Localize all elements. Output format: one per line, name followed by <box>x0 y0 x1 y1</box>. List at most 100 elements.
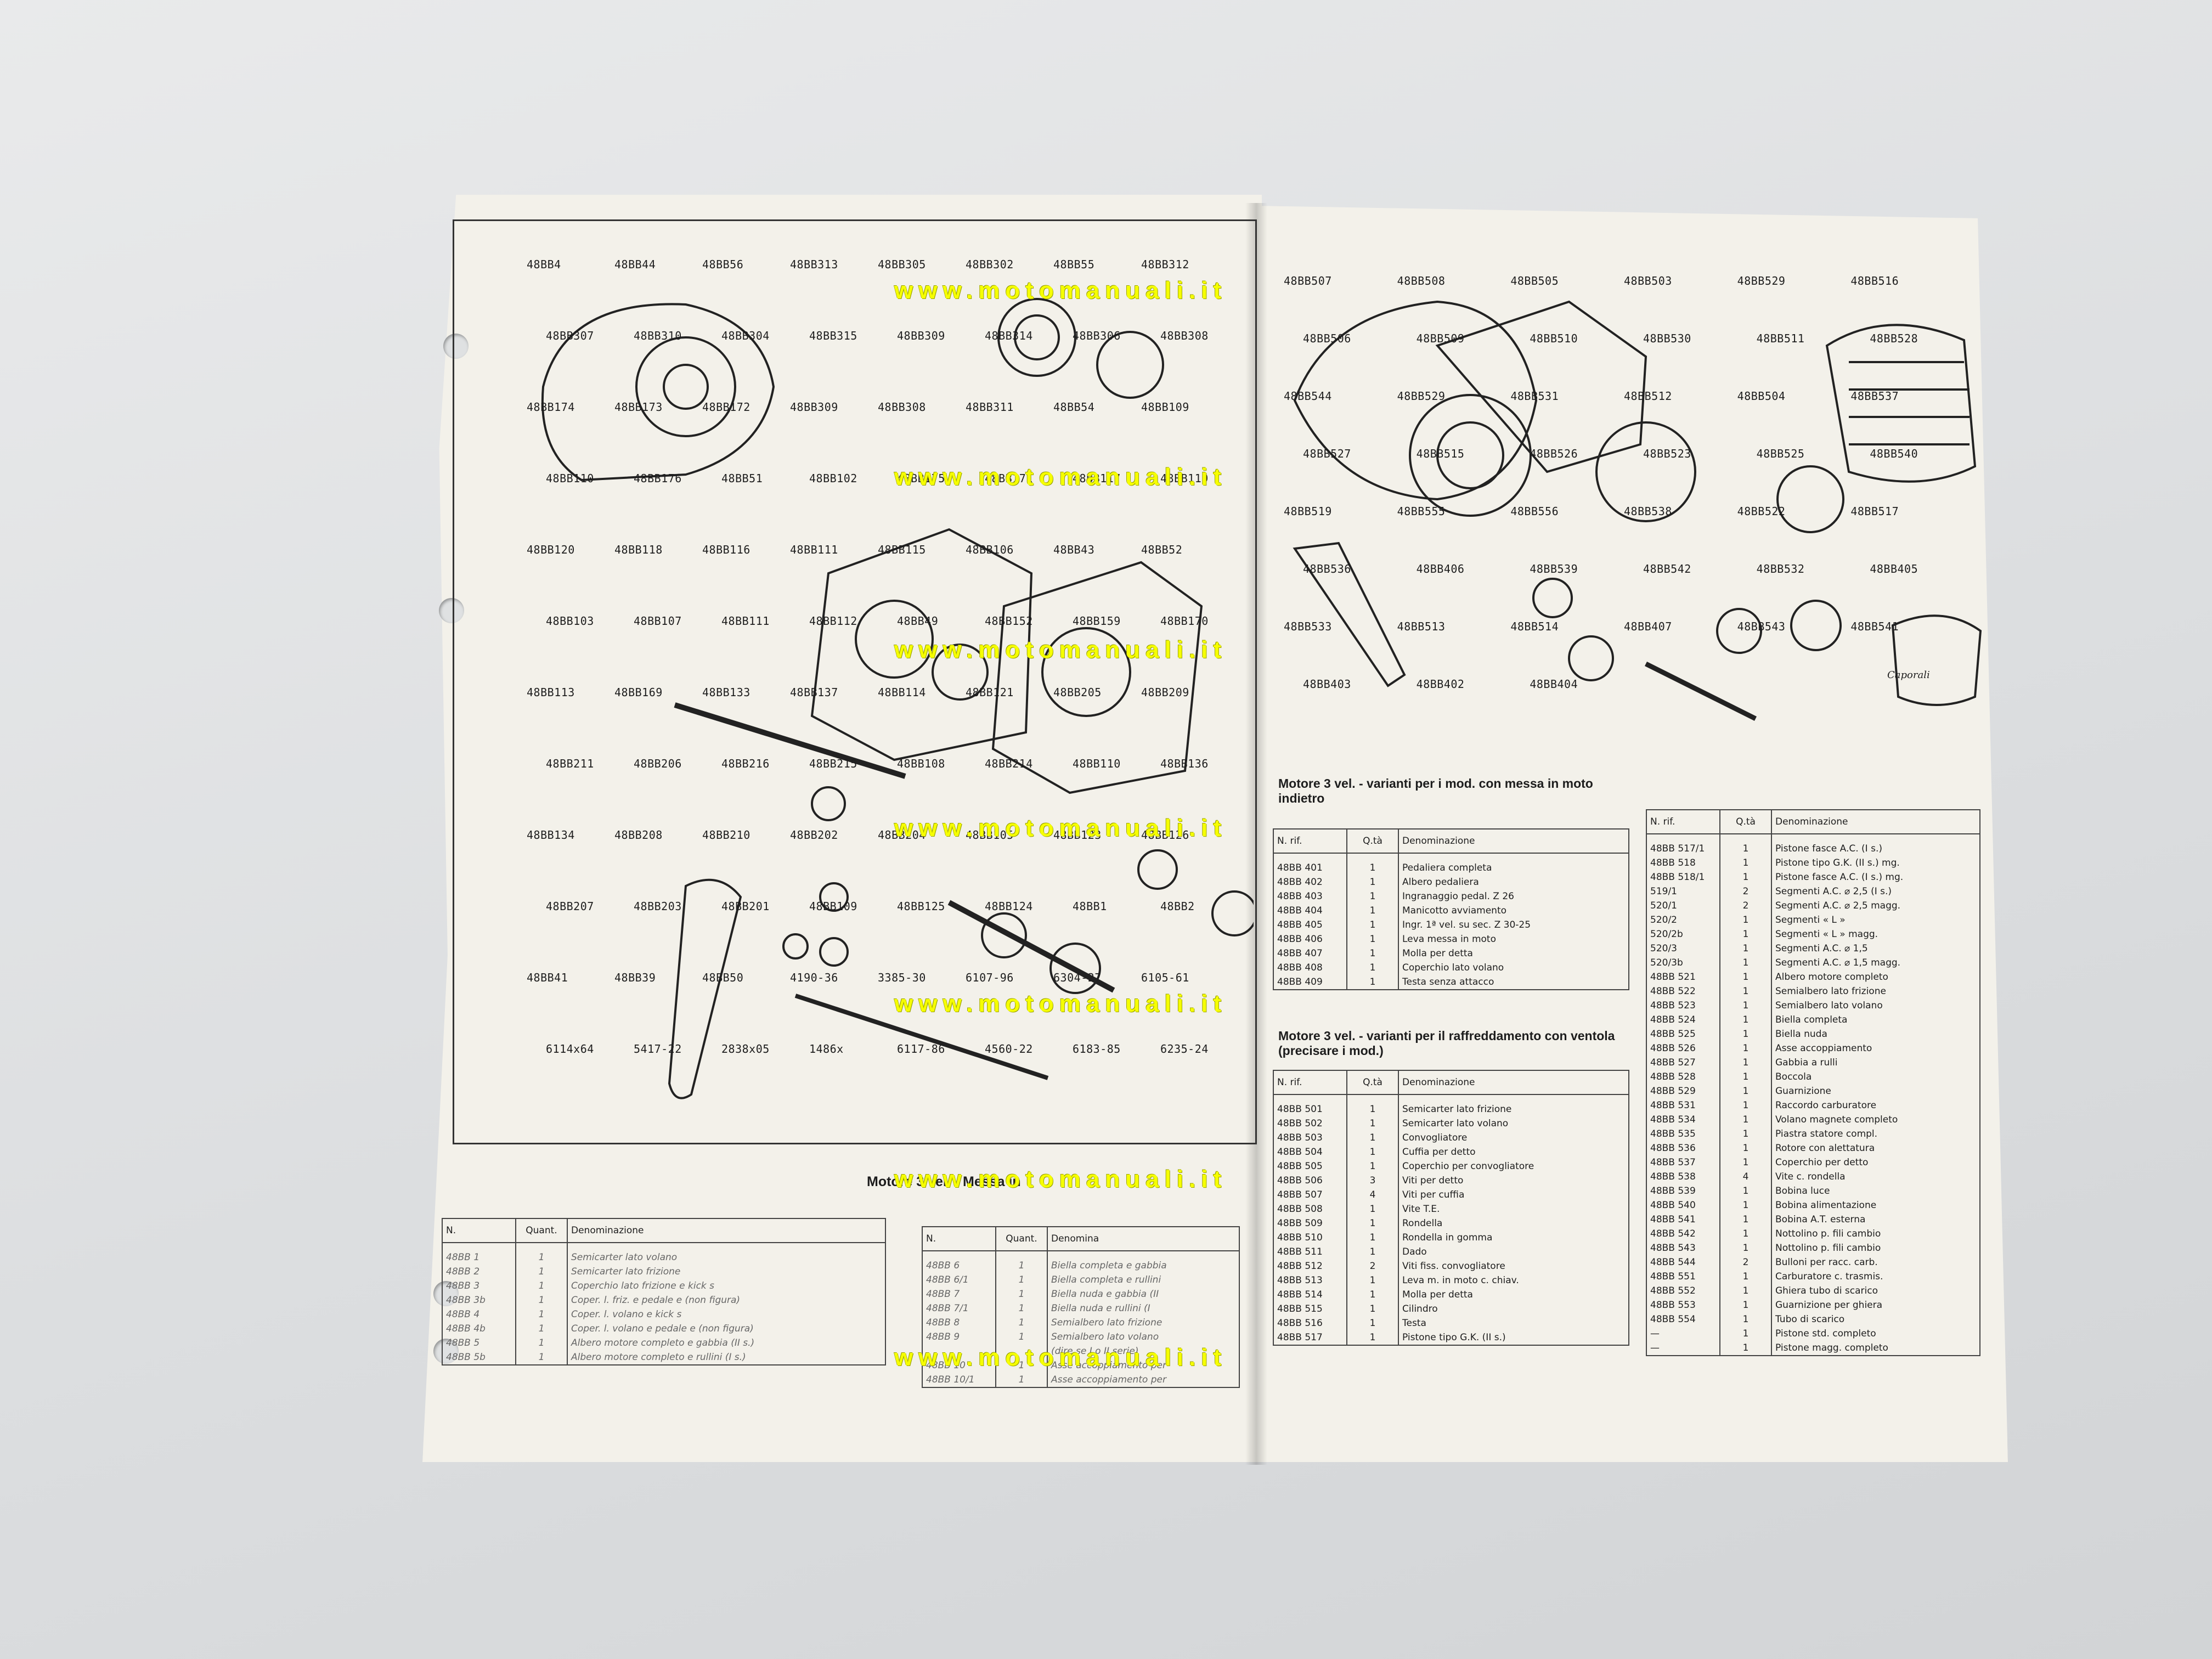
part-name: Ingr. 1ª vel. su sec. Z 30-25 <box>1398 918 1629 932</box>
part-number: 48BB 6 <box>922 1251 996 1273</box>
part-name: Pistone magg. completo <box>1771 1341 1980 1356</box>
part-number: 48BB 404 <box>1273 904 1347 918</box>
part-name: Leva m. in moto c. chiav. <box>1398 1273 1629 1288</box>
part-number: 48BB 510 <box>1273 1231 1347 1245</box>
part-name: Coper. l. volano e pedale e (non figura) <box>567 1322 886 1336</box>
part-label: 48BB312 <box>1141 258 1189 271</box>
part-label: 48BB54 <box>1053 400 1095 414</box>
quantity: 1 <box>515 1322 568 1336</box>
part-number: 48BB 521 <box>1646 970 1720 984</box>
part-label: 48BB210 <box>702 828 751 842</box>
quantity: 1 <box>1719 1113 1772 1127</box>
part-number: 48BB 405 <box>1273 918 1347 932</box>
part-label: 48BB405 <box>1870 562 1918 575</box>
exploded-engine-drawing-left <box>541 298 1254 1099</box>
quantity: 1 <box>1719 913 1772 927</box>
quantity: 1 <box>515 1293 568 1307</box>
quantity: 1 <box>1346 875 1399 889</box>
column-header: Q.tà <box>1719 809 1772 834</box>
part-number: 48BB 518/1 <box>1646 870 1720 884</box>
part-label: 48BB511 <box>1756 332 1805 345</box>
part-number: 48BB 512 <box>1273 1259 1347 1273</box>
quantity: 1 <box>1719 956 1772 970</box>
part-label: 48BB519 <box>1284 505 1332 518</box>
part-name: Volano magnete completo <box>1771 1113 1980 1127</box>
part-number: 48BB 7 <box>922 1287 996 1301</box>
part-number: 48BB 524 <box>1646 1013 1720 1027</box>
part-name: Semicarter lato frizione <box>567 1265 886 1279</box>
quantity: 1 <box>1346 1202 1399 1216</box>
part-label: 48BB119 <box>1160 472 1209 485</box>
part-number: 48BB 3b <box>442 1293 516 1307</box>
column-header: Q.tà <box>1346 1070 1399 1095</box>
part-number: 48BB 514 <box>1273 1288 1347 1302</box>
part-name: Coperchio per convogliatore <box>1398 1159 1629 1173</box>
column-header: N. <box>442 1218 516 1243</box>
part-number: 48BB 10 <box>922 1358 996 1373</box>
column-header: Denominazione <box>1398 1070 1629 1095</box>
main-table-heading: Motore 3 vel. - Messa in <box>867 1174 1021 1189</box>
part-name: Semicarter lato frizione <box>1398 1094 1629 1116</box>
quantity: 2 <box>1719 899 1772 913</box>
part-label: 48BB526 <box>1530 447 1578 460</box>
part-label: 48BB506 <box>1303 332 1351 345</box>
part-label: 48BB508 <box>1397 274 1446 287</box>
part-label: 48BB113 <box>527 686 575 699</box>
quantity: 1 <box>1346 1273 1399 1288</box>
part-label: 48BB108 <box>897 757 945 770</box>
quantity: 1 <box>1346 1131 1399 1145</box>
part-label: 48BB537 <box>1850 390 1899 403</box>
part-label: 48BB111 <box>790 543 838 556</box>
part-label: 48BB516 <box>1850 274 1899 287</box>
part-name: Piastra statore compl. <box>1771 1127 1980 1141</box>
column-header: N. rif. <box>1273 1070 1347 1095</box>
part-name: Testa senza attacco <box>1398 975 1629 990</box>
part-label: 48BB120 <box>527 543 575 556</box>
quantity: 1 <box>515 1243 568 1265</box>
part-name: Boccola <box>1771 1070 1980 1084</box>
column-header: Denominazione <box>567 1218 886 1243</box>
part-label: 48BB203 <box>634 900 682 913</box>
quantity: 1 <box>515 1350 568 1365</box>
part-label: 48BB544 <box>1284 390 1332 403</box>
part-label: 48BB402 <box>1416 678 1465 691</box>
part-name: Biella completa e gabbia <box>1047 1251 1240 1273</box>
quantity <box>995 1344 1048 1358</box>
part-number: 48BB 9 <box>922 1330 996 1344</box>
binder-hole <box>443 334 469 359</box>
part-label: 48BB103 <box>546 614 594 628</box>
part-name: Viti per detto <box>1398 1173 1629 1188</box>
part-label: 48BB125 <box>897 900 945 913</box>
part-label: 48BB105 <box>966 828 1014 842</box>
part-number: 519/1 <box>1646 884 1720 899</box>
part-name: Semialbero lato frizione <box>1047 1316 1240 1330</box>
quantity: 1 <box>1719 1184 1772 1198</box>
part-label: 48BB542 <box>1643 562 1691 575</box>
part-number: 520/3b <box>1646 956 1720 970</box>
quantity: 1 <box>1346 889 1399 904</box>
part-label: 48BB304 <box>721 329 770 342</box>
quantity: 4 <box>1719 1170 1772 1184</box>
part-label: 48BB111 <box>721 614 770 628</box>
part-label: 48BB309 <box>790 400 838 414</box>
